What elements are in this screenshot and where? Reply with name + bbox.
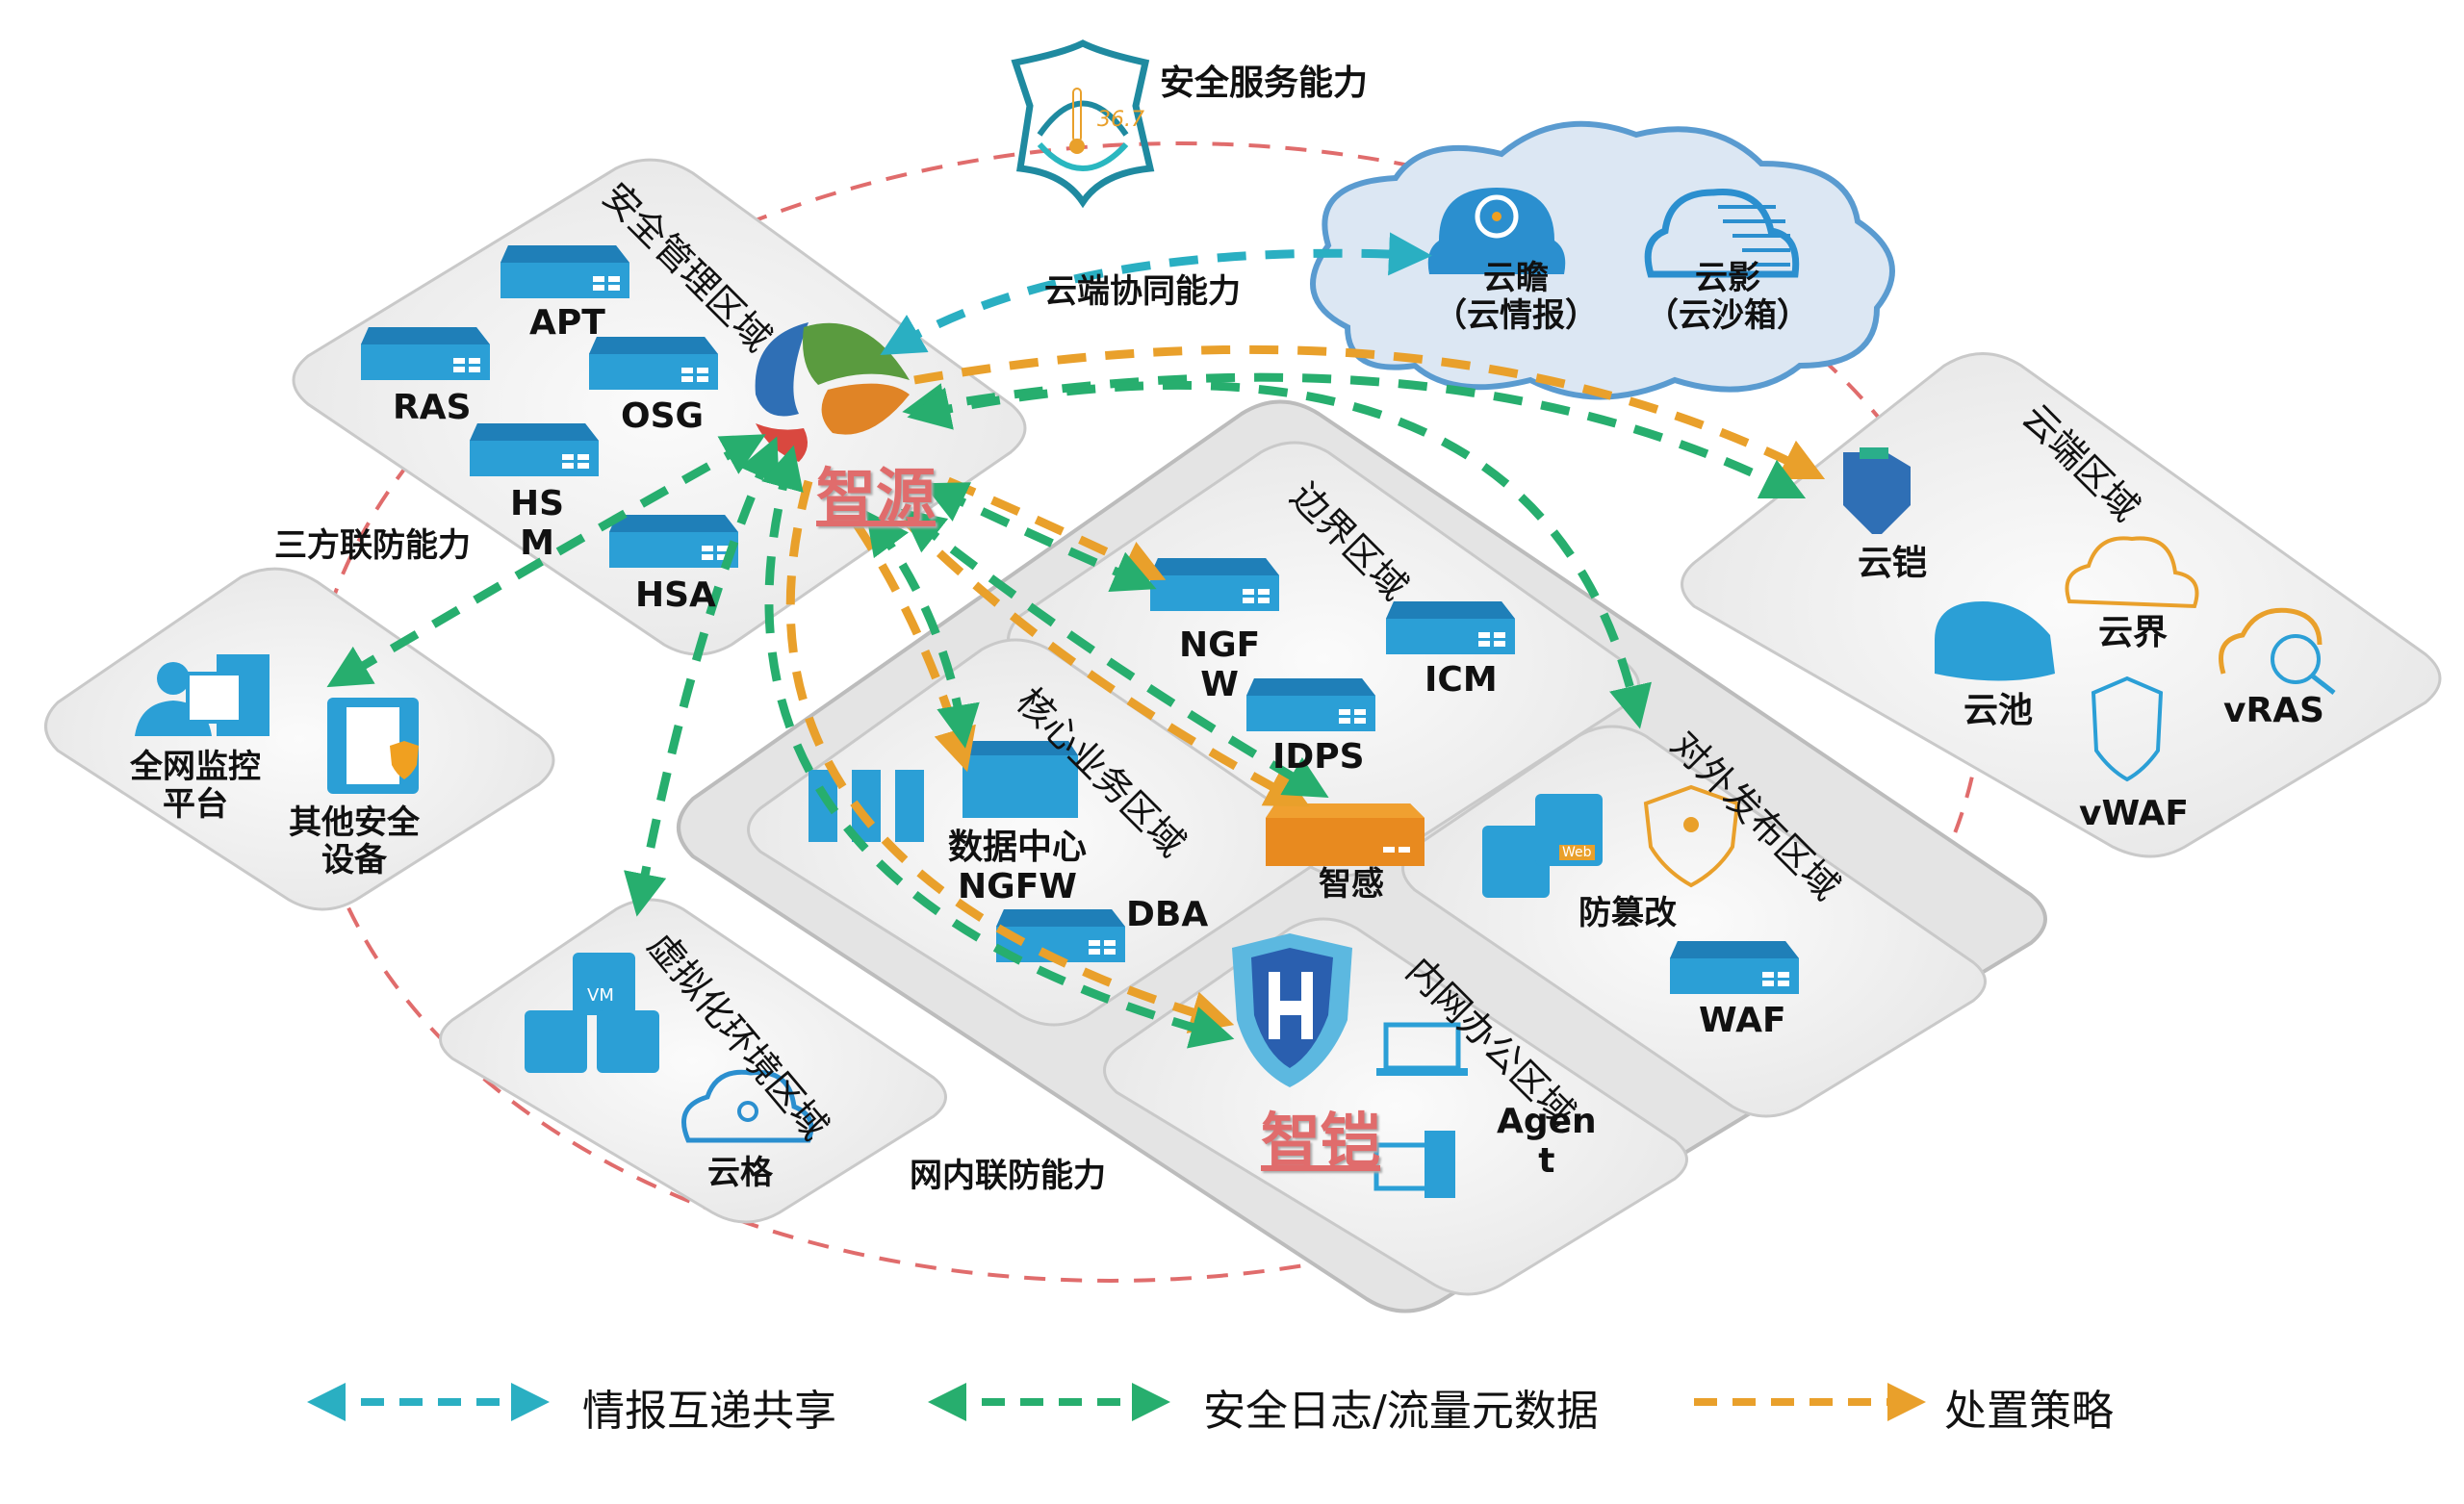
device-label-hsm: HS M bbox=[510, 484, 565, 564]
device-label-osg: OSG bbox=[621, 396, 705, 436]
device-label-ngfw: NGF W bbox=[1179, 625, 1261, 705]
legend-label-policy: 处置策略 bbox=[1944, 1387, 2114, 1436]
security-service-shield-icon bbox=[1011, 39, 1155, 209]
yunge-icon bbox=[681, 1069, 814, 1143]
device-label-ras: RAS bbox=[393, 388, 472, 427]
legend-label-logs: 安全日志/流量元数据 bbox=[1203, 1387, 1599, 1436]
flow-log-hsa-zhiyuan bbox=[624, 436, 780, 917]
device-label-yunchi: 云池 bbox=[1964, 691, 2034, 730]
cloud-collab-capability-label: 云端协同能力 bbox=[1044, 272, 1241, 311]
threat-intel-cloud bbox=[1310, 120, 1895, 400]
device-hsa-icon bbox=[609, 515, 738, 568]
device-label-waf: WAF bbox=[1699, 1001, 1786, 1040]
device-label-monitor-platform: 全网监控 平台 bbox=[130, 748, 261, 825]
yunkai-icon bbox=[1843, 447, 1911, 534]
zhikai-brand-label: 智铠 bbox=[1261, 1106, 1381, 1176]
flow-log-office bbox=[761, 445, 1235, 1049]
yunzhan-label: 云瞻 （云情报） bbox=[1434, 259, 1598, 336]
security-service-capability-label: 安全服务能力 bbox=[1160, 64, 1369, 103]
flow-log-publish-zhiyuan bbox=[907, 380, 1652, 729]
device-label-icm: ICM bbox=[1424, 660, 1498, 700]
zhikai-shield-icon bbox=[1232, 933, 1352, 1087]
device-label-agent: Agen t bbox=[1497, 1102, 1597, 1182]
device-icm-icon bbox=[1386, 601, 1515, 654]
device-hsm-icon bbox=[470, 423, 599, 476]
vm-label: VM bbox=[587, 985, 614, 1006]
legend-label-intel: 情报互递共享 bbox=[582, 1387, 836, 1436]
device-label-hsa: HSA bbox=[635, 575, 716, 615]
vm-cubes-icon bbox=[525, 953, 659, 1073]
device-label-sensor: 智感 bbox=[1319, 865, 1384, 904]
device-idps-icon bbox=[1246, 678, 1375, 731]
device-label-yunjie: 云界 bbox=[2098, 613, 2169, 652]
third-party-capability-label: 三方联防能力 bbox=[274, 526, 471, 565]
device-label-anti-tamper: 防篡改 bbox=[1578, 894, 1677, 932]
flow-lines bbox=[326, 232, 1826, 1049]
device-label-yunkai: 云铠 bbox=[1858, 544, 1928, 583]
device-label-dba: DBA bbox=[1126, 895, 1209, 934]
yunjie-icon bbox=[2065, 536, 2199, 609]
other-security-device-icon bbox=[327, 698, 419, 794]
device-label-yunge: 云格 bbox=[707, 1154, 773, 1192]
zhiyuan-brand-label: 智源 bbox=[816, 461, 937, 531]
yunchi-icon bbox=[1935, 601, 2055, 681]
web-badge: Web bbox=[1559, 845, 1595, 861]
device-label-idps: IDPS bbox=[1272, 737, 1365, 777]
monitor-platform-icon bbox=[135, 654, 270, 736]
zone-third-party bbox=[44, 567, 555, 911]
device-ngfw-icon bbox=[1150, 558, 1279, 611]
device-label-apt: APT bbox=[529, 303, 605, 343]
temperature-readout: 36.7 bbox=[1097, 108, 1144, 132]
device-label-datacenter-ngfw: 数据中心 NGFW bbox=[948, 828, 1088, 907]
vwaf-icon bbox=[2091, 676, 2164, 782]
yunying-icon bbox=[1644, 189, 1800, 278]
sensor-device-icon bbox=[1266, 803, 1424, 866]
vras-icon bbox=[2219, 607, 2336, 695]
device-waf-icon bbox=[1670, 941, 1799, 994]
device-osg-icon bbox=[589, 337, 718, 390]
device-label-vwaf: vWAF bbox=[2079, 794, 2190, 833]
yunying-label: 云影 （云沙箱） bbox=[1646, 259, 1810, 336]
desktop-icon bbox=[1373, 1131, 1455, 1198]
device-ras-icon bbox=[361, 327, 490, 380]
anti-tamper-shield-icon bbox=[1643, 784, 1740, 888]
device-label-other-security: 其他安全 设备 bbox=[289, 803, 420, 880]
laptop-icon bbox=[1376, 1022, 1468, 1076]
flow-intel-zhiyuan-yunzhan bbox=[880, 232, 1432, 356]
internal-capability-label: 网内联防能力 bbox=[910, 1157, 1106, 1195]
device-label-vras: vRAS bbox=[2223, 691, 2324, 730]
yunzhan-icon bbox=[1427, 188, 1566, 274]
device-apt-icon bbox=[500, 245, 629, 298]
